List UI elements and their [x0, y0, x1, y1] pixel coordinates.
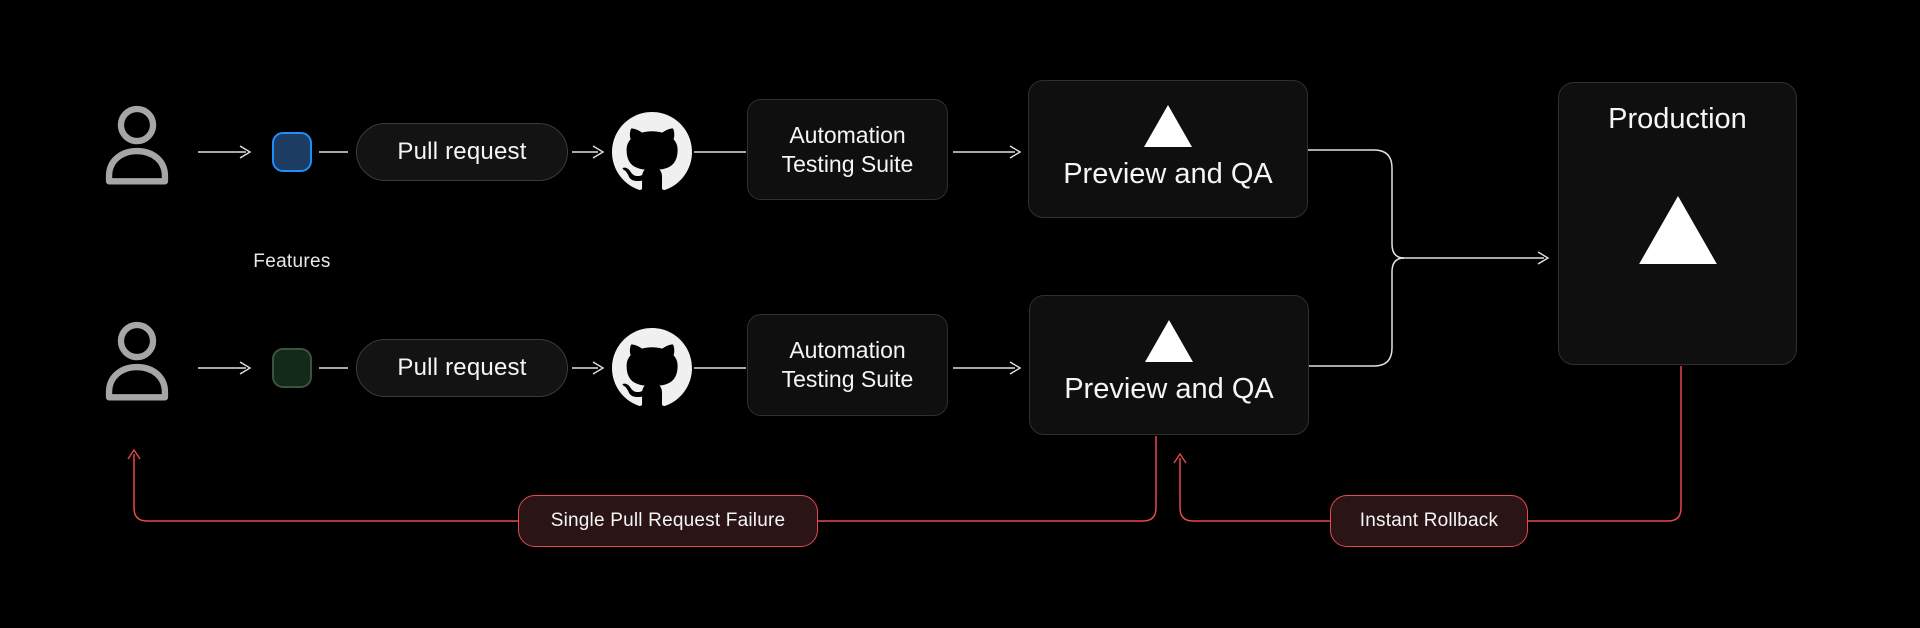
feature-branch-green-icon — [272, 348, 312, 388]
developer-1-icon — [96, 101, 178, 193]
github-icon — [612, 112, 692, 192]
preview-qa-2-label: Preview and QA — [1064, 373, 1274, 405]
vercel-triangle-icon — [1145, 320, 1193, 362]
rollback-annotation-label: Instant Rollback — [1359, 510, 1499, 531]
automation-suite-2-line2: Testing Suite — [781, 366, 914, 392]
arrowhead-pr1-to-github — [592, 145, 605, 159]
pull-request-2-pill: Pull request — [356, 339, 568, 397]
merge-line-preview1 — [1308, 149, 1405, 259]
automation-suite-1-line1: Automation — [789, 121, 906, 148]
feature-branch-blue-icon — [272, 132, 312, 172]
automation-suite-1-box: Automation Testing Suite — [747, 99, 948, 200]
arrowhead-dev2-to-branch — [239, 361, 252, 375]
merge-line-preview2 — [1308, 257, 1405, 367]
arrowhead-rollback — [1173, 452, 1187, 464]
features-label: Features — [253, 251, 331, 272]
vercel-triangle-icon — [1144, 105, 1192, 147]
github-icon — [612, 328, 692, 408]
preview-qa-1-label: Preview and QA — [1063, 158, 1273, 190]
pull-request-1-pill: Pull request — [356, 123, 568, 181]
arrowhead-failure-loop — [127, 448, 141, 460]
arrowhead-suite1-to-preview — [1009, 145, 1022, 159]
automation-suite-2-box: Automation Testing Suite — [747, 314, 948, 416]
failure-annotation-label: Single Pull Request Failure — [550, 510, 786, 531]
preview-qa-1-box: Preview and QA — [1028, 80, 1308, 218]
developer-2-icon — [96, 317, 178, 409]
pull-request-1-label: Pull request — [397, 138, 527, 165]
pull-request-2-label: Pull request — [397, 354, 527, 381]
arrowhead-dev1-to-branch — [239, 145, 252, 159]
arrowhead-suite2-to-preview — [1009, 361, 1022, 375]
arrowhead-pr2-to-github — [592, 361, 605, 375]
failure-annotation-pill: Single Pull Request Failure — [518, 495, 818, 547]
production-label: Production — [1608, 103, 1747, 135]
automation-suite-2-line1: Automation — [789, 337, 906, 364]
production-box: Production — [1558, 82, 1797, 365]
arrowhead-merge-to-production — [1537, 251, 1550, 265]
rollback-annotation-pill: Instant Rollback — [1330, 495, 1528, 547]
vercel-triangle-icon — [1638, 196, 1717, 264]
automation-suite-1-line2: Testing Suite — [781, 150, 914, 177]
preview-qa-2-box: Preview and QA — [1029, 295, 1309, 435]
